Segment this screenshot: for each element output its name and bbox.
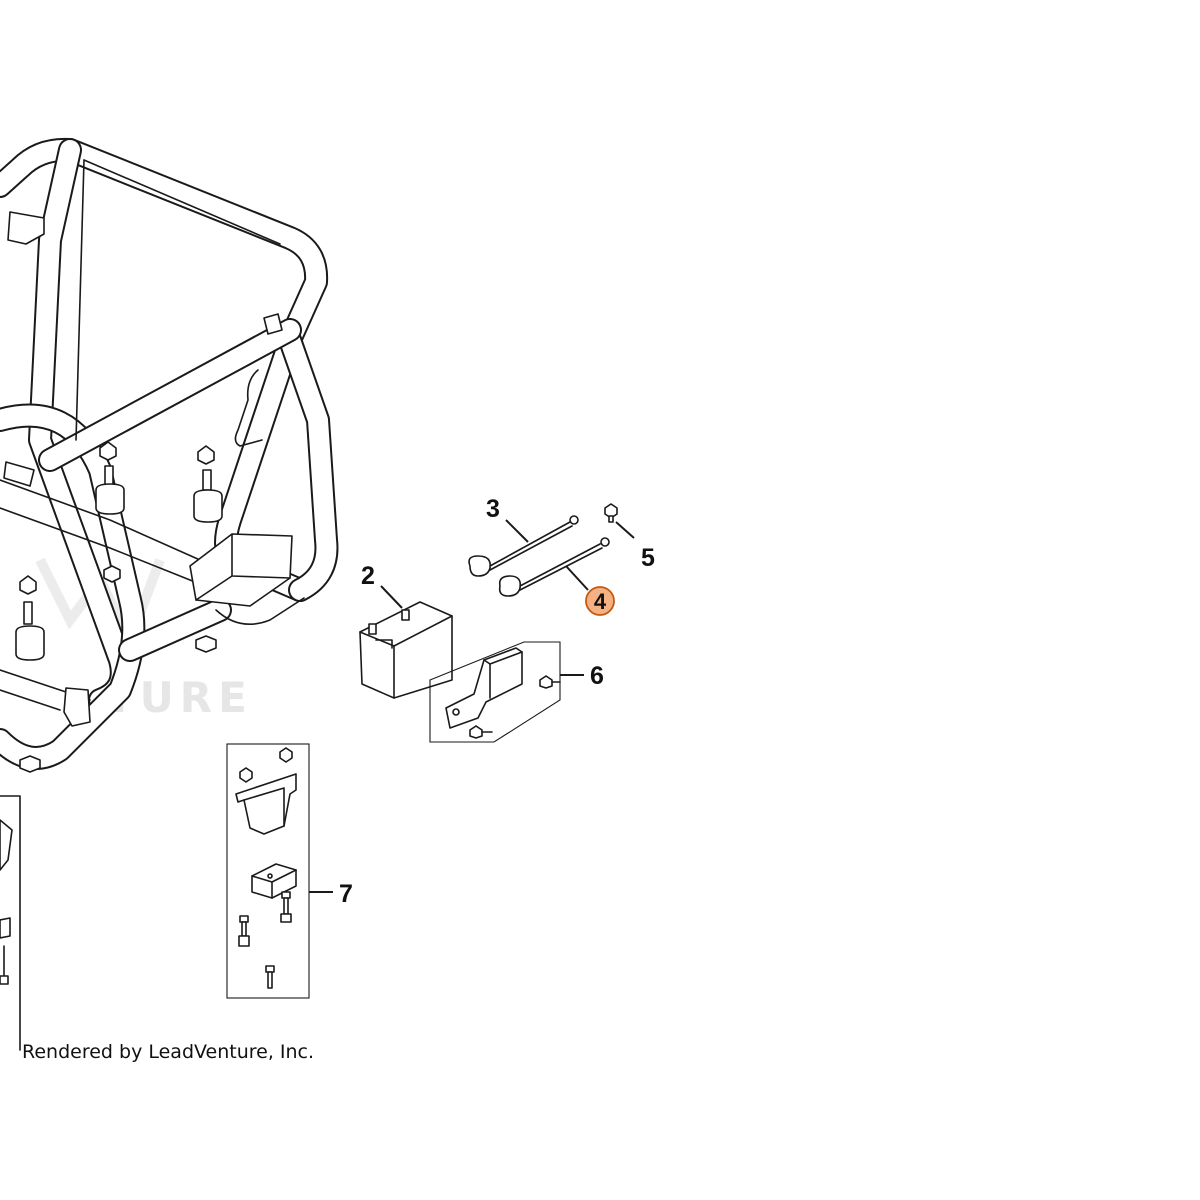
callout-highlight-ring — [585, 586, 615, 616]
battery-terminal-negative — [368, 623, 377, 635]
mount-kit-nut-1 — [279, 747, 293, 763]
engine-mount-2 — [193, 445, 223, 523]
frame-battery-tray — [189, 533, 293, 607]
engine-mount-3 — [15, 575, 45, 661]
callout-number-2: 2 — [361, 562, 375, 590]
mount-kit-nut-2 — [239, 767, 253, 783]
callout-number-3: 3 — [486, 495, 500, 523]
callouts: 2 3 4 5 6 7 — [309, 495, 655, 908]
callout-part-2[interactable]: 2 — [361, 562, 403, 609]
bracket-kit-box — [429, 641, 561, 743]
engine-mount-1 — [95, 441, 125, 515]
frame-tab-lower — [63, 687, 91, 727]
callout-number-7: 7 — [339, 880, 353, 908]
mount-kit-bolt-3 — [265, 965, 275, 989]
frame-strap — [234, 369, 263, 447]
battery-cable-part-4 — [498, 537, 610, 597]
callout-part-7[interactable]: 7 — [309, 880, 353, 908]
callout-number-6: 6 — [590, 662, 604, 690]
screw-part-5 — [604, 503, 618, 523]
battery-cable-part-3 — [468, 515, 579, 577]
battery-part-2 — [359, 601, 453, 699]
mount-kit-bracket — [235, 773, 297, 835]
frame-assembly — [0, 137, 339, 1051]
left-kit-box-edge — [0, 795, 21, 1051]
callout-part-6[interactable]: 6 — [560, 662, 604, 690]
cable-3-ring-terminal — [468, 555, 492, 577]
battery-body — [359, 601, 453, 699]
cable-4-ring-terminal — [498, 575, 522, 597]
battery-terminal-positive — [401, 609, 410, 621]
bracket-kit-part-6 — [429, 641, 561, 743]
frame-tab-upper — [7, 211, 45, 245]
mount-kit-bolt-1 — [280, 891, 292, 923]
callout-number-4: 4 — [594, 589, 607, 614]
frame-tab-left — [3, 461, 35, 487]
render-credit: Rendered by LeadVenture, Inc. — [22, 1041, 314, 1063]
bracket-bolt-upper — [539, 675, 553, 689]
callout-part-4[interactable]: 4 — [565, 565, 615, 616]
flange-nuts — [19, 565, 217, 773]
mount-kit-box — [226, 743, 310, 999]
frame-tab-right — [263, 313, 283, 335]
callout-number-5: 5 — [641, 544, 655, 572]
mount-kit-bolt-2 — [238, 915, 250, 947]
mount-kit-part-7 — [226, 743, 310, 999]
hold-down-bracket — [445, 647, 523, 729]
callout-part-5[interactable]: 5 — [615, 521, 655, 572]
bracket-bolt-lower — [469, 725, 483, 739]
callout-part-3[interactable]: 3 — [486, 495, 529, 543]
